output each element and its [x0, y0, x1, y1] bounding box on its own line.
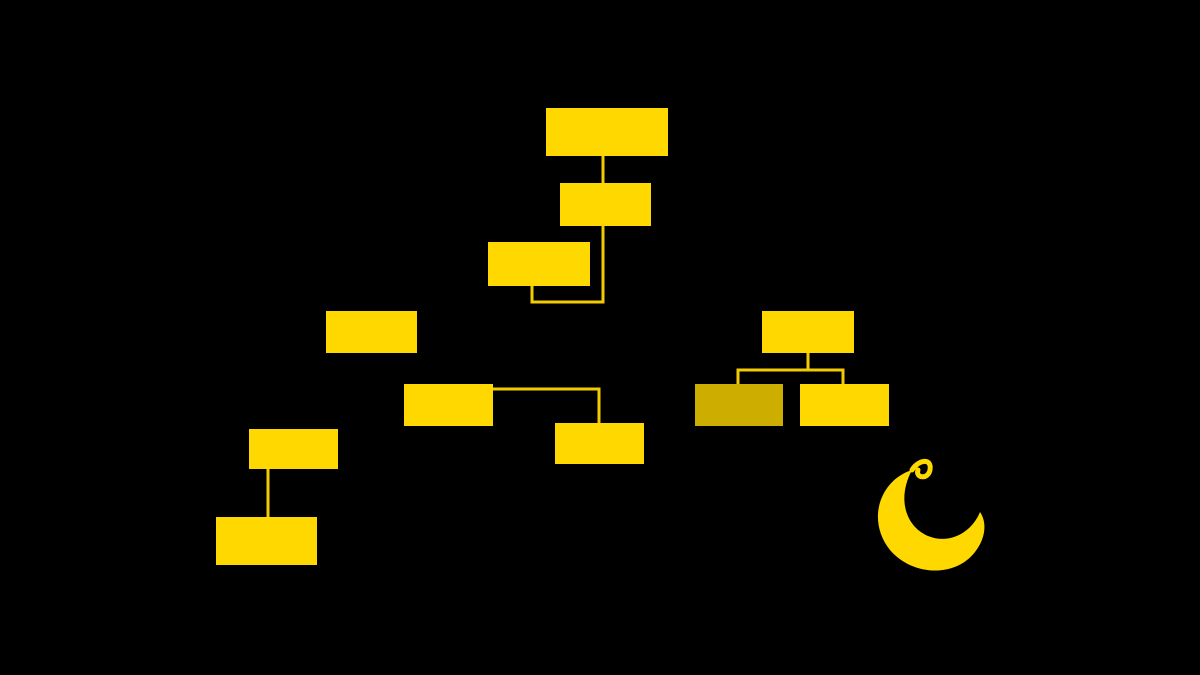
- crescent-moon-swirl: [909, 458, 933, 480]
- connectors: [266, 154, 845, 519]
- node-box[interactable]: [800, 384, 889, 426]
- node-box[interactable]: [216, 517, 317, 565]
- node-box[interactable]: [555, 423, 644, 464]
- node-box[interactable]: [695, 384, 783, 426]
- node-box[interactable]: [249, 429, 338, 469]
- nodes: [216, 108, 889, 565]
- crescent-moon-icon: [877, 458, 985, 571]
- node-box[interactable]: [326, 311, 417, 353]
- node-box[interactable]: [488, 242, 590, 286]
- node-box[interactable]: [546, 108, 668, 156]
- connector-middle-branch: [490, 387, 601, 425]
- connector-top-elbow: [530, 224, 605, 304]
- node-box[interactable]: [762, 311, 854, 353]
- connector-right-fork: [736, 351, 845, 386]
- node-box[interactable]: [404, 384, 493, 426]
- node-box[interactable]: [560, 183, 651, 226]
- crescent-moon-body: [877, 470, 985, 571]
